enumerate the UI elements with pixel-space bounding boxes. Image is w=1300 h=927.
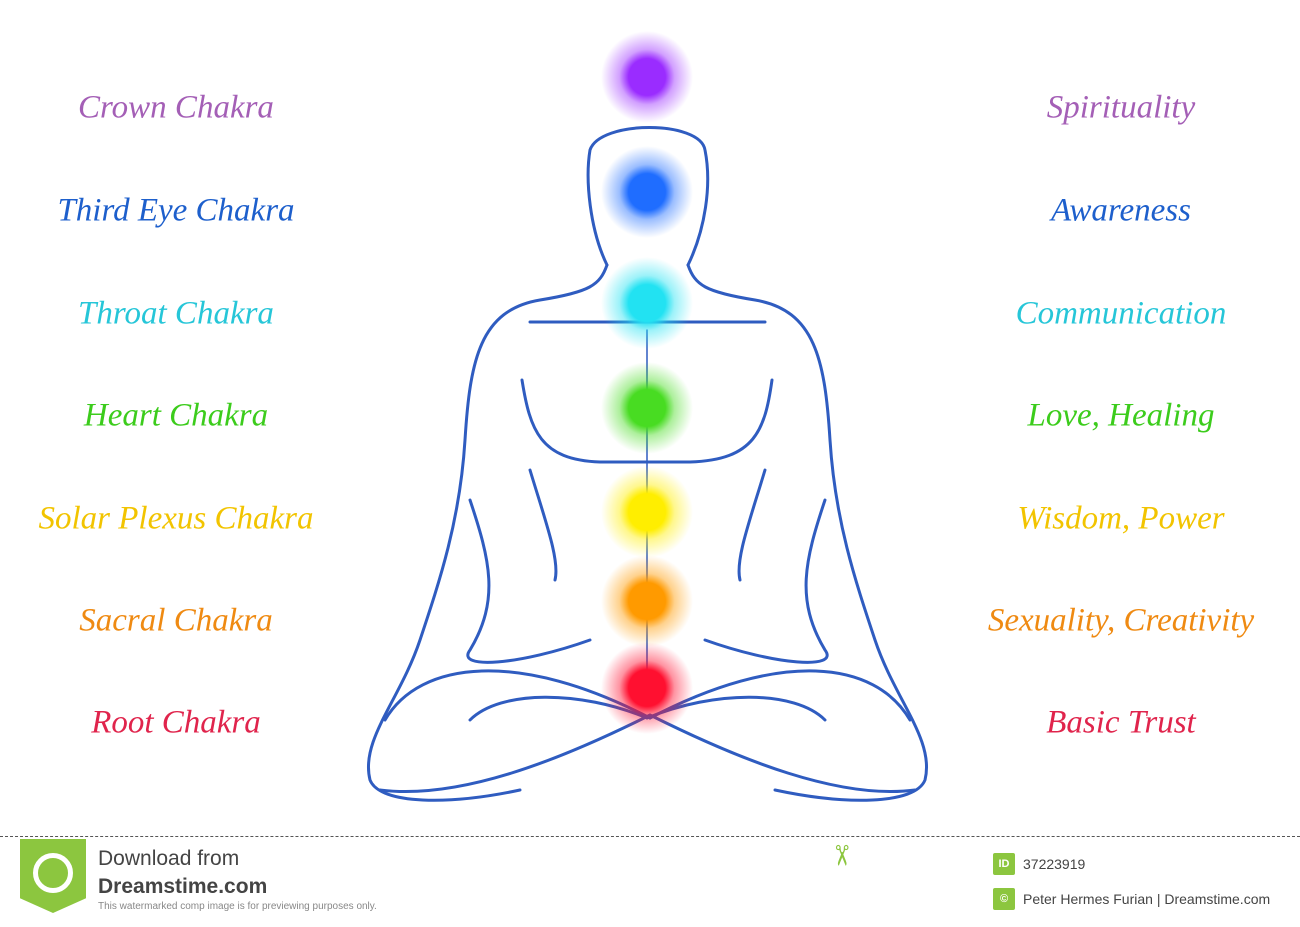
chakra-name-label: Throat Chakra [78, 295, 274, 332]
chakra-name-label: Crown Chakra [78, 89, 274, 126]
dreamstime-link[interactable]: Dreamstime.com [98, 875, 268, 898]
chakra-orb [601, 257, 693, 349]
dreamstime-logo-icon [20, 839, 86, 913]
chakra-orb [601, 642, 693, 734]
chakra-name-label: Sacral Chakra [79, 602, 273, 639]
chakra-orb [601, 31, 693, 123]
chakra-name-label: Solar Plexus Chakra [38, 500, 314, 537]
credit-text: Peter Hermes Furian | Dreamstime.com [1023, 891, 1271, 907]
chakra-orb [601, 466, 693, 558]
chakra-meaning-label: Spirituality [1046, 89, 1196, 126]
image-id: 37223919 [1023, 856, 1086, 872]
chakra-meaning-label: Communication [1015, 295, 1227, 332]
chakra-meaning-label: Wisdom, Power [1017, 500, 1225, 537]
chakra-name-label: Third Eye Chakra [57, 192, 295, 229]
chakra-name-label: Heart Chakra [83, 397, 269, 434]
chakra-meaning-label: Basic Trust [1046, 704, 1196, 741]
chakra-meaning-label: Love, Healing [1027, 397, 1215, 434]
download-from-text: Download from [98, 847, 240, 870]
watermark-footer: Download from Dreamstime.com This waterm… [0, 836, 1300, 927]
scissors-icon: ✂ [826, 843, 858, 868]
chakra-meaning-label: Awareness [1051, 192, 1191, 229]
chakra-orbs [601, 31, 693, 734]
disclaimer-text: This watermarked comp image is for previ… [98, 901, 377, 912]
id-icon: ID [993, 853, 1015, 875]
copyright-icon: © [993, 888, 1015, 910]
chakra-orb [601, 362, 693, 454]
chakra-orb [601, 555, 693, 647]
chakra-name-label: Root Chakra [91, 704, 261, 741]
chakra-meaning-label: Sexuality, Creativity [987, 602, 1255, 639]
meditating-figure-illustration [367, 31, 928, 802]
chakra-orb [601, 146, 693, 238]
